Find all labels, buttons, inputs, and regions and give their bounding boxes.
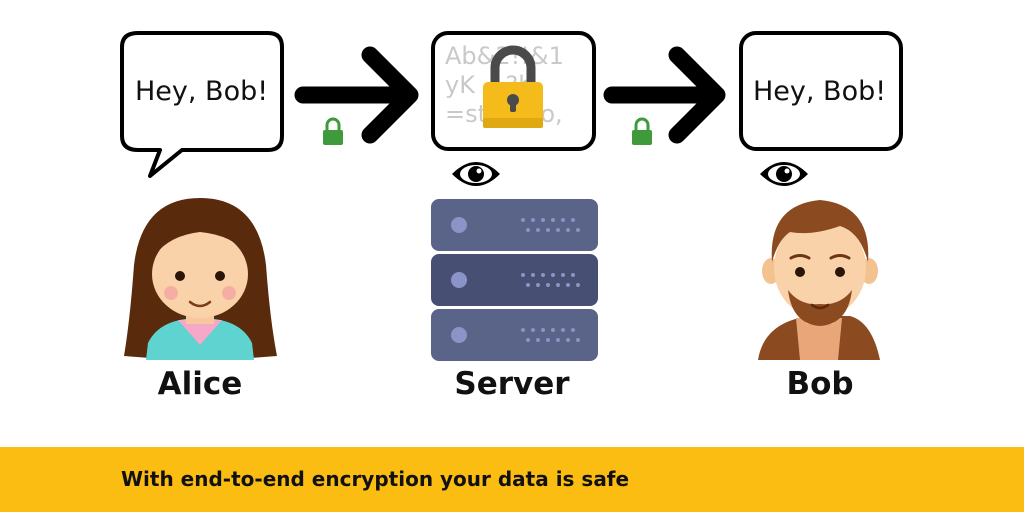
alice-avatar — [124, 198, 277, 360]
alice-speech-bubble — [120, 31, 284, 178]
server-ciphertext: Ab&2!!&1 yK ?b =st 5%o, — [445, 42, 590, 146]
alice-message: Hey, Bob! — [135, 76, 269, 107]
bob-speech-box — [739, 31, 903, 151]
bob-message: Hey, Bob! — [753, 76, 887, 107]
server-stack-icon — [431, 199, 598, 361]
footer-caption: With end-to-end encryption your data is … — [121, 467, 630, 491]
bob-avatar — [758, 200, 880, 360]
eye-icon — [760, 162, 808, 186]
alice-label: Alice — [157, 366, 243, 402]
lock-icon — [632, 117, 652, 145]
footer-banner: With end-to-end encryption your data is … — [0, 447, 1024, 512]
diagram-canvas — [120, 31, 903, 361]
server-led-dots — [521, 218, 580, 342]
server-label: Server — [454, 366, 570, 402]
lock-icon — [323, 117, 343, 145]
padlock-icon — [483, 45, 543, 128]
bob-label: Bob — [786, 366, 854, 402]
arrow-right-icon — [294, 46, 419, 144]
eye-icon — [452, 162, 500, 186]
arrow-right-icon — [603, 46, 726, 144]
